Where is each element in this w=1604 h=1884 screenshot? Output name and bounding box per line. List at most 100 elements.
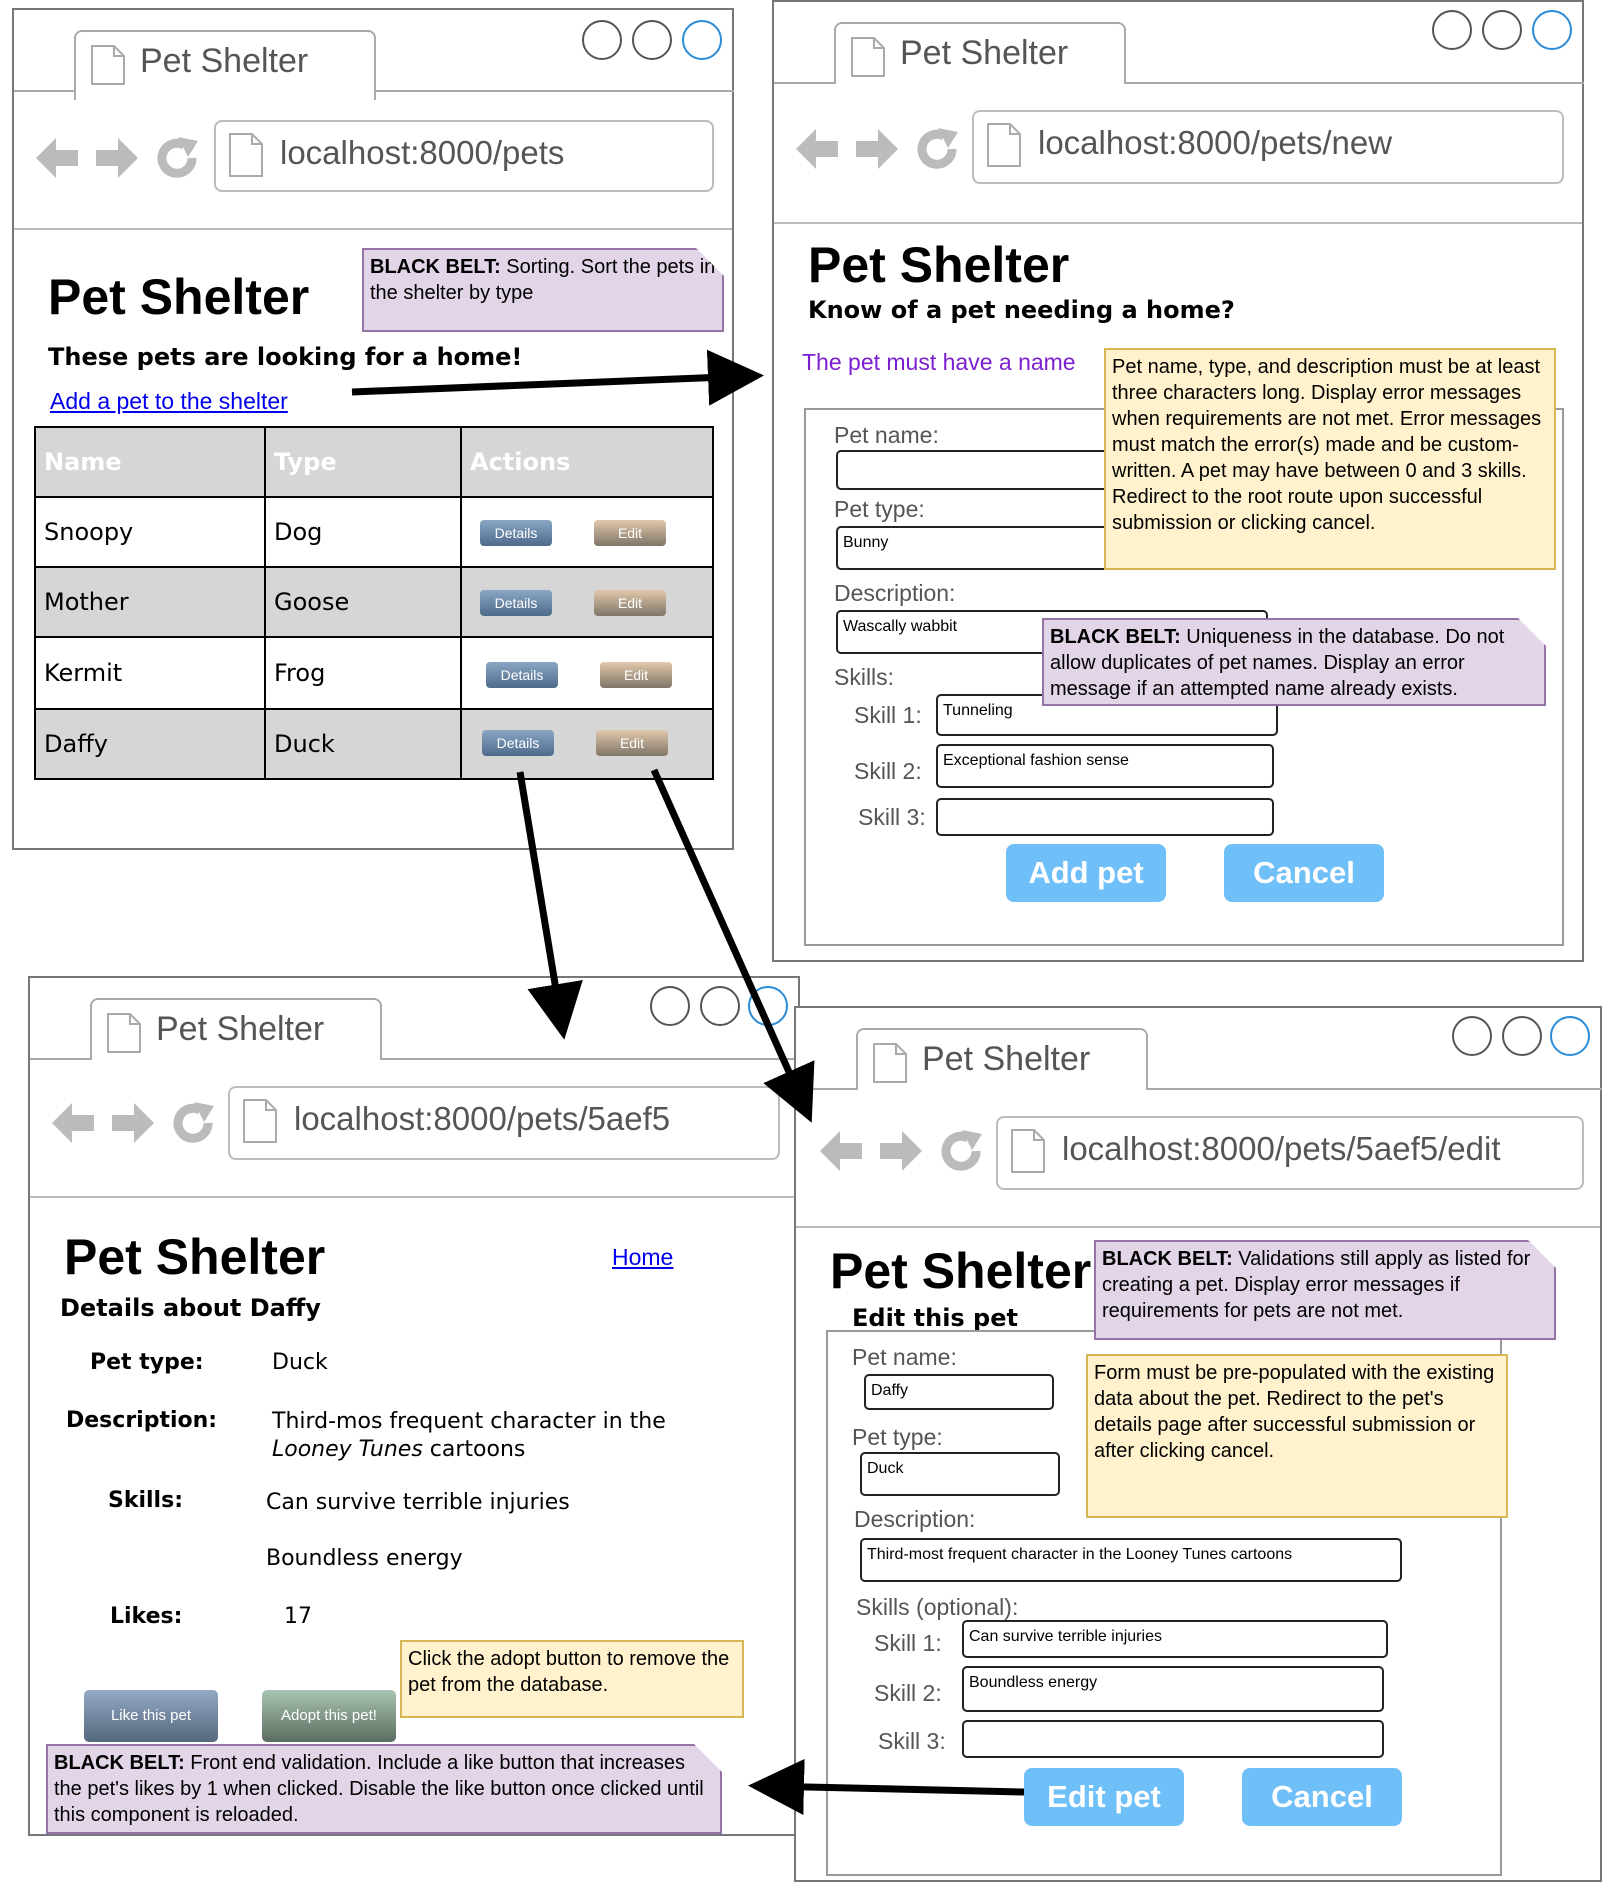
back-arrow-icon[interactable] [818, 1128, 864, 1174]
page-subtitle: These pets are looking for a home! [48, 343, 523, 371]
edit-pet-button[interactable]: Edit pet [1024, 1768, 1184, 1826]
skill-2-input[interactable]: Exceptional fashion sense [936, 744, 1274, 788]
details-button[interactable]: Details [482, 730, 554, 756]
page-title: Pet Shelter [808, 237, 1070, 293]
arrow-to-edit [650, 768, 815, 1123]
browser-window-pets: Pet Shelter localhost:8000/pets Pet Shel… [12, 8, 734, 850]
tab-title: Pet Shelter [922, 1040, 1091, 1078]
page-icon [1011, 1129, 1045, 1173]
details-button[interactable]: Details [480, 520, 552, 546]
skill-value: Boundless energy [266, 1546, 463, 1571]
pet-type-input[interactable]: Duck [860, 1452, 1060, 1496]
skill-3-label: Skill 3: [878, 1728, 946, 1754]
window-control-minimize-icon[interactable] [1502, 1016, 1542, 1056]
adopt-note: Click the adopt button to remove the pet… [400, 1640, 744, 1718]
window-control-close-icon[interactable] [582, 20, 622, 60]
window-control-minimize-icon[interactable] [632, 20, 672, 60]
forward-arrow-icon[interactable] [878, 1128, 924, 1174]
skill-2-label: Skill 2: [854, 758, 922, 784]
page-icon [107, 1013, 141, 1053]
edit-button[interactable]: Edit [596, 730, 668, 756]
skills-label: Skills: [834, 664, 895, 690]
column-header-actions: Actions [460, 426, 714, 498]
description-label: Description: [834, 580, 956, 606]
back-arrow-icon[interactable] [34, 135, 80, 181]
tab-title: Pet Shelter [900, 34, 1069, 72]
page-icon [873, 1043, 907, 1083]
edit-button[interactable]: Edit [594, 520, 666, 546]
likes-label: Likes: [110, 1604, 183, 1629]
browser-tab[interactable]: Pet Shelter [90, 998, 382, 1060]
skill-2-input[interactable]: Boundless energy [962, 1666, 1384, 1712]
arrow-to-details [516, 771, 583, 1040]
address-bar[interactable]: localhost:8000/pets/5aef5/edit [996, 1116, 1584, 1190]
window-control-minimize-icon[interactable] [700, 986, 740, 1026]
pet-type-cell: Goose [264, 566, 462, 638]
forward-arrow-icon[interactable] [110, 1100, 156, 1146]
description-label: Description: [66, 1408, 218, 1433]
back-arrow-icon[interactable] [50, 1100, 96, 1146]
window-control-maximize-icon[interactable] [682, 20, 722, 60]
add-pet-button[interactable]: Add pet [1006, 844, 1166, 902]
skill-3-input[interactable] [962, 1720, 1384, 1758]
forward-arrow-icon[interactable] [94, 135, 140, 181]
details-button[interactable]: Details [486, 662, 558, 688]
skill-1-label: Skill 1: [874, 1630, 942, 1656]
edit-button[interactable]: Edit [600, 662, 672, 688]
window-control-close-icon[interactable] [1432, 10, 1472, 50]
reload-icon[interactable] [170, 1100, 216, 1146]
window-control-close-icon[interactable] [650, 986, 690, 1026]
skill-2-label: Skill 2: [874, 1680, 942, 1706]
home-link[interactable]: Home [612, 1244, 674, 1270]
window-control-minimize-icon[interactable] [1482, 10, 1522, 50]
pet-type-input[interactable]: Bunny [836, 526, 1136, 570]
window-control-maximize-icon[interactable] [1550, 1016, 1590, 1056]
forward-arrow-icon[interactable] [854, 126, 900, 172]
window-control-close-icon[interactable] [1452, 1016, 1492, 1056]
skill-1-input[interactable]: Can survive terrible injuries [962, 1620, 1388, 1658]
address-bar[interactable]: localhost:8000/pets [214, 120, 714, 192]
reload-icon[interactable] [154, 135, 200, 181]
skill-3-input[interactable] [936, 798, 1274, 836]
browser-tab[interactable]: Pet Shelter [834, 22, 1126, 84]
arrow-from-edit-to-details [748, 1758, 1025, 1815]
browser-tab[interactable]: Pet Shelter [74, 30, 376, 100]
pet-name-input[interactable] [836, 450, 1136, 490]
sorting-note: BLACK BELT: Sorting. Sort the pets in th… [362, 248, 724, 332]
page-icon [229, 133, 263, 177]
address-bar[interactable]: localhost:8000/pets/new [972, 110, 1564, 184]
prepopulate-note: Form must be pre-populated with the exis… [1086, 1354, 1508, 1518]
url-text: localhost:8000/pets/5aef5/edit [1062, 1130, 1501, 1167]
pet-type-label: Pet type: [90, 1350, 204, 1375]
back-arrow-icon[interactable] [794, 126, 840, 172]
pet-type-label: Pet type: [834, 496, 925, 522]
page-icon [987, 123, 1021, 167]
page-subtitle: Details about Daffy [60, 1294, 321, 1322]
url-text: localhost:8000/pets/5aef5 [294, 1100, 671, 1137]
browser-window-pet-details: Pet Shelter localhost:8000/pets/5aef5 Pe… [28, 976, 800, 1836]
skills-label: Skills (optional): [856, 1594, 1019, 1620]
browser-tab[interactable]: Pet Shelter [856, 1028, 1148, 1090]
page-subtitle: Edit this pet [852, 1304, 1018, 1332]
like-button-note: BLACK BELT: Front end validation. Includ… [46, 1744, 722, 1834]
reload-icon[interactable] [938, 1128, 984, 1174]
cancel-button[interactable]: Cancel [1224, 844, 1384, 902]
adopt-pet-button[interactable]: Adopt this pet! [262, 1690, 396, 1742]
cancel-button[interactable]: Cancel [1242, 1768, 1402, 1826]
reload-icon[interactable] [914, 126, 960, 172]
description-input[interactable]: Third-most frequent character in the Loo… [860, 1538, 1402, 1582]
details-button[interactable]: Details [480, 590, 552, 616]
pet-name-input[interactable]: Daffy [864, 1374, 1054, 1410]
address-bar[interactable]: localhost:8000/pets/5aef5 [228, 1086, 780, 1160]
edit-button[interactable]: Edit [594, 590, 666, 616]
pet-type-cell: Dog [264, 496, 462, 568]
page-title: Pet Shelter [830, 1243, 1092, 1299]
pet-name-cell: Snoopy [34, 496, 266, 568]
add-pet-link[interactable]: Add a pet to the shelter [50, 388, 288, 414]
edit-pet-form: Pet name: Daffy Pet type: Duck Descripti… [826, 1330, 1502, 1876]
pets-table: Name Type Actions Snoopy Dog Mother Goos… [34, 426, 714, 780]
like-pet-button[interactable]: Like this pet [84, 1690, 218, 1742]
window-control-maximize-icon[interactable] [1532, 10, 1572, 50]
skill-value: Can survive terrible injuries [266, 1490, 570, 1515]
table-row: Daffy Duck [34, 708, 714, 780]
